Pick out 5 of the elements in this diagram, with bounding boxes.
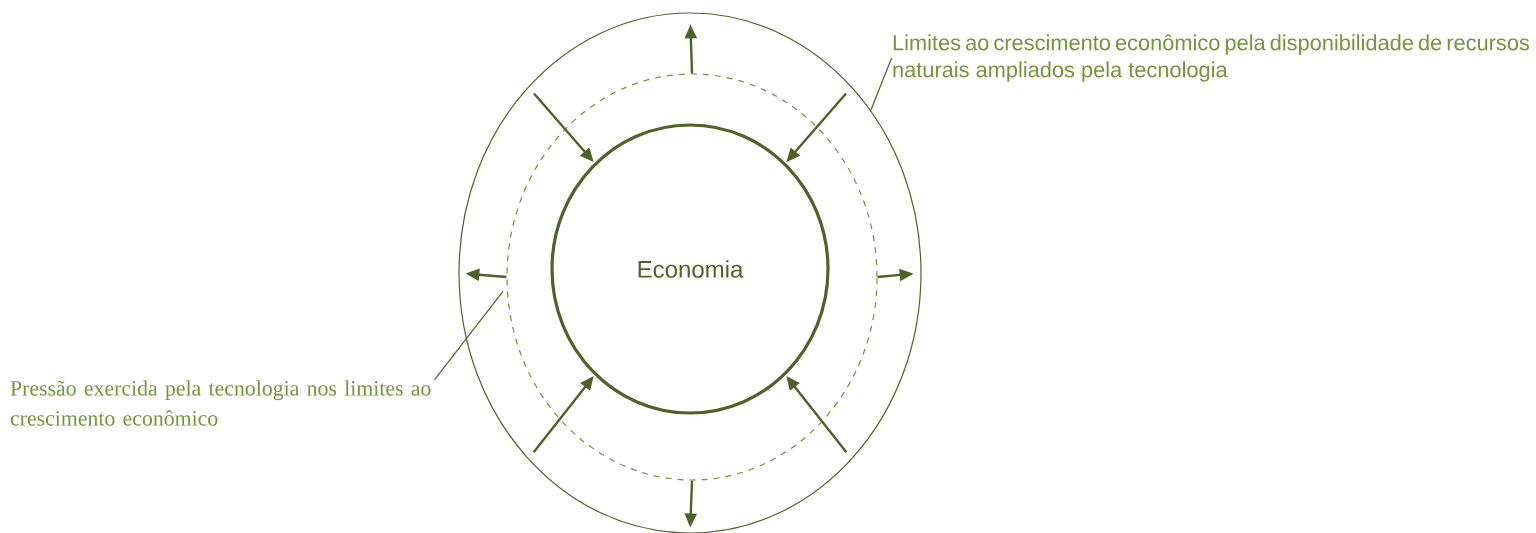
annotation-text: Limites ao crescimento econômico pela disponibilidade de recursos naturais ampliados pela tecnologia (893, 34, 1530, 82)
leader-line (433, 290, 504, 381)
annotation-text: Pressão exercida pela tecnologia nos limites ao crescimento econômico (10, 380, 431, 426)
dashed-ellipse (506, 73, 878, 481)
leader-line (870, 57, 893, 111)
